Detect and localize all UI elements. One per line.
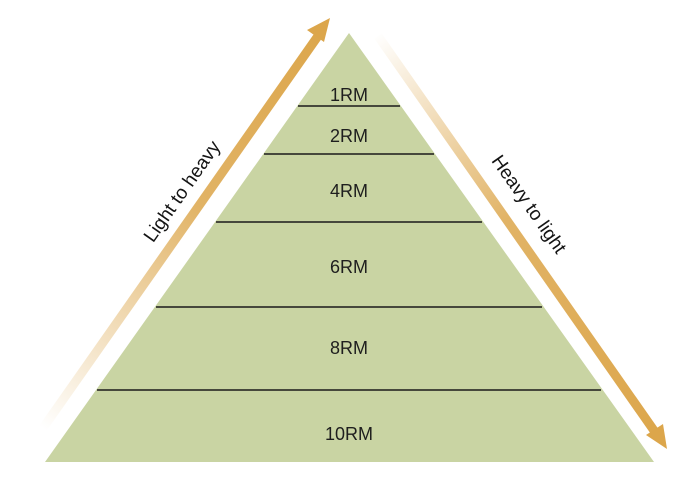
- arrow-head-left: [307, 18, 330, 42]
- level-label-4rm: 4RM: [329, 181, 368, 201]
- pyramid-dividers: [97, 105, 601, 391]
- level-label-6rm: 6RM: [329, 257, 368, 277]
- arrow-head-right: [646, 424, 667, 449]
- arrow-light-to-heavy: [39, 18, 330, 431]
- level-label-10rm: 10RM: [324, 424, 373, 444]
- level-label-8rm: 8RM: [329, 338, 368, 358]
- pyramid-triangle: [45, 33, 654, 462]
- arrow-shaft-right: [374, 33, 659, 435]
- level-label-1rm: 1RM: [329, 85, 368, 105]
- level-label-2rm: 2RM: [329, 126, 368, 146]
- arrow-shaft-left: [39, 33, 322, 431]
- arrow-heavy-to-light: [374, 33, 667, 449]
